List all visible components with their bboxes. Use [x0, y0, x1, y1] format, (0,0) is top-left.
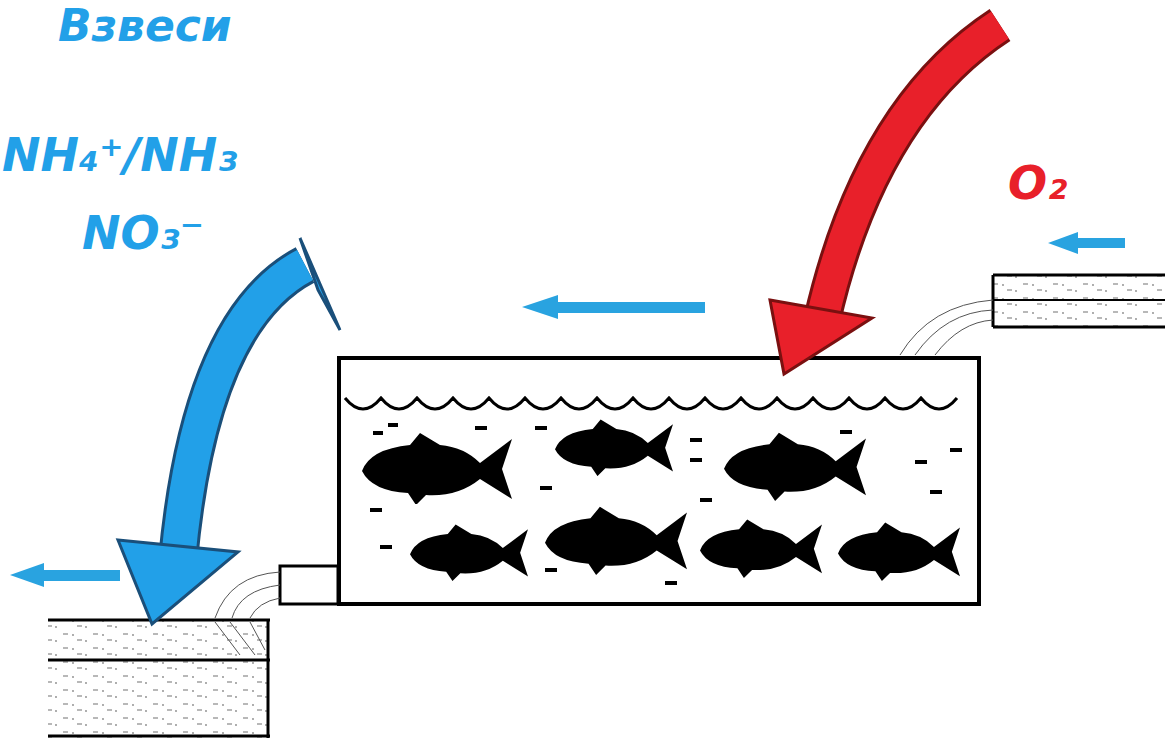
substance-label: NH₄⁺/NH₃: [2, 130, 237, 181]
flow-arrows: [10, 232, 1125, 587]
oxygen-arrow: [770, 25, 1000, 374]
gas-label: O₂: [1008, 158, 1067, 209]
substance-label: Взвеси: [58, 2, 232, 50]
fish-tank: [339, 358, 979, 604]
outflow-arrow: [118, 238, 340, 624]
outlet-pipe: [48, 566, 338, 738]
substance-label: NO₃⁻: [82, 208, 204, 259]
inlet-pipe: [900, 275, 1165, 355]
